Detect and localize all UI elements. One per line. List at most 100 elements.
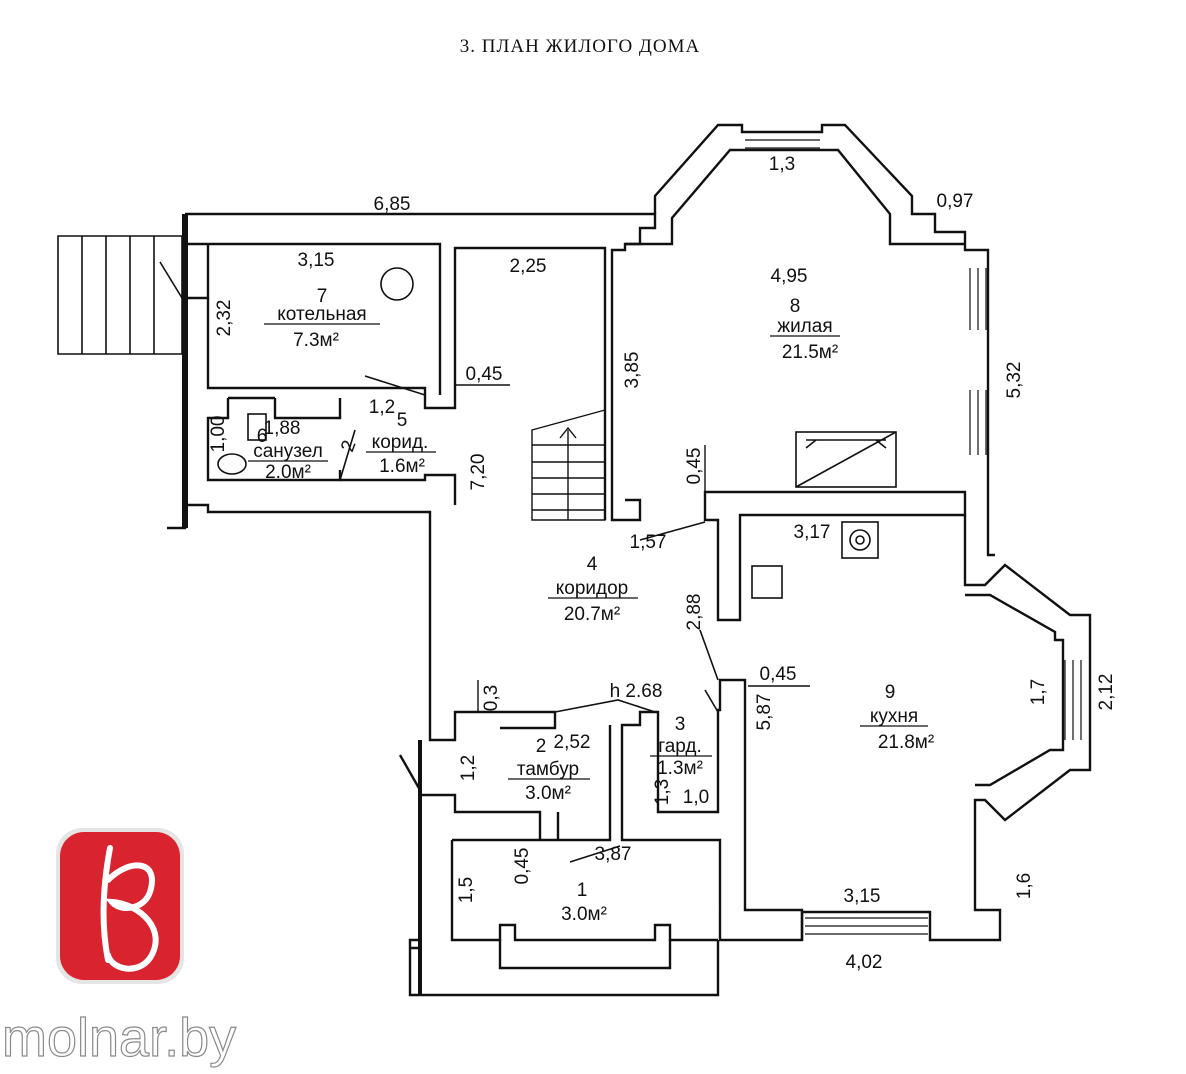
room-5-number: 5 bbox=[397, 410, 408, 431]
sink-icon bbox=[751, 565, 783, 599]
dim-4-02: 4,02 bbox=[846, 952, 883, 973]
boiler-door bbox=[364, 375, 426, 396]
dim-3-87: 3,87 bbox=[595, 844, 632, 865]
dim-lines bbox=[455, 384, 810, 712]
dim-4-95: 4,95 bbox=[771, 266, 808, 287]
wall-thick bbox=[182, 214, 422, 995]
room-8-number: 8 bbox=[790, 296, 801, 317]
dim-1-2-b: 1,2 bbox=[458, 755, 479, 781]
room-2-number: 2 bbox=[536, 736, 547, 757]
wall-corridor5 bbox=[340, 473, 457, 505]
room-2-name: тамбур bbox=[517, 759, 579, 780]
room-9-number: 9 bbox=[885, 682, 896, 703]
dim-0-45-b: 0,45 bbox=[684, 448, 705, 485]
dim-3-15-kitchen: 3,15 bbox=[844, 886, 881, 907]
window-top bbox=[745, 131, 820, 149]
room-labels: 7 котельная 7.3м² 8 жилая 21.5м² 5 корид… bbox=[248, 286, 934, 925]
wall-kitchen-inner bbox=[965, 593, 1065, 787]
fireplace-icon bbox=[795, 431, 897, 488]
stove-icon bbox=[841, 521, 879, 559]
dim-2-52: 2,52 bbox=[554, 732, 591, 753]
room-9-name: кухня bbox=[870, 706, 918, 727]
dim-1-5: 1,5 bbox=[456, 877, 477, 903]
room-5-name: корид. bbox=[372, 432, 429, 453]
dim-0-45-a: 0,45 bbox=[466, 364, 503, 385]
dim-2: 2 bbox=[337, 438, 360, 455]
plan-title: 3. ПЛАН ЖИЛОГО ДОМА bbox=[460, 36, 700, 57]
wall-bay-living-inner bbox=[625, 148, 965, 246]
washbasin-icon bbox=[247, 413, 267, 441]
dim-5-32: 5,32 bbox=[1004, 362, 1025, 399]
room-4-number: 4 bbox=[587, 554, 598, 575]
window-kitchen-bay bbox=[1064, 660, 1082, 740]
wall-bay-living bbox=[653, 123, 995, 557]
window-east-1 bbox=[969, 268, 987, 330]
room-8-area: 21.5м² bbox=[782, 342, 838, 363]
dim-2-25: 2,25 bbox=[510, 256, 547, 277]
toilet-icon bbox=[217, 453, 247, 475]
dim-0-3: 0,3 bbox=[481, 685, 502, 711]
wall-tambour-door bbox=[398, 754, 422, 791]
dim-2-88: 2,88 bbox=[684, 594, 705, 631]
dim-5-87: 5,87 bbox=[754, 694, 775, 731]
walls bbox=[57, 123, 1092, 997]
room-1-area: 3.0м² bbox=[561, 904, 607, 925]
logo-letter-icon bbox=[100, 845, 159, 972]
dim-2-12: 2,12 bbox=[1096, 674, 1117, 711]
dim-7-20: 7,20 bbox=[468, 454, 489, 491]
dimensions: 6,85 1,3 0,97 3,15 2,25 4,95 2,32 3,85 5… bbox=[208, 154, 1117, 973]
wall-top-left bbox=[185, 212, 657, 522]
dim-1-3-b: 1,3 bbox=[652, 779, 673, 805]
wall-entrance-step bbox=[498, 940, 672, 970]
room-6-name: санузел bbox=[253, 441, 323, 462]
watermark-site: molnar.by bbox=[2, 1008, 236, 1068]
dim-1-00: 1,00 bbox=[208, 416, 229, 453]
watermark: molnar.by bbox=[1, 828, 237, 1069]
room-3-number: 3 bbox=[675, 714, 686, 735]
dim-1-57: 1,57 bbox=[630, 532, 667, 553]
dim-1-0: 1,0 bbox=[683, 787, 709, 808]
room-7-area: 7.3м² bbox=[293, 330, 339, 351]
room-2-area: 3.0м² bbox=[525, 783, 571, 804]
dim-1-7: 1,7 bbox=[1028, 679, 1049, 705]
windows bbox=[745, 131, 1082, 935]
wall-boiler-bottom bbox=[206, 246, 607, 520]
dim-1-3-top: 1,3 bbox=[769, 154, 795, 175]
room-6-number: 6 bbox=[257, 426, 268, 447]
fixtures bbox=[217, 267, 897, 863]
gard-door bbox=[554, 699, 656, 713]
wall-bay-kitchen bbox=[800, 515, 1092, 942]
dim-2-32: 2,32 bbox=[214, 300, 235, 337]
room-3-name: гард. bbox=[658, 736, 702, 757]
room-1-number: 1 bbox=[577, 880, 588, 901]
dim-6-85: 6,85 bbox=[374, 194, 411, 215]
dim-3-15-boiler: 3,15 bbox=[298, 250, 335, 271]
boiler-icon bbox=[380, 267, 414, 301]
dim-1-6: 1,6 bbox=[1014, 873, 1035, 899]
dim-0-45-d: 0,45 bbox=[512, 848, 533, 885]
dim-3-85: 3,85 bbox=[622, 352, 643, 389]
dim-0-97: 0,97 bbox=[937, 191, 974, 212]
wall-kitchen-west bbox=[620, 678, 804, 942]
wall-left-mid bbox=[185, 503, 557, 742]
wall-living-kitchen bbox=[703, 490, 967, 622]
dim-1-2-a: 1,2 bbox=[369, 397, 395, 418]
room-9-area: 21.8м² bbox=[878, 732, 934, 753]
entrance-line bbox=[704, 689, 719, 713]
room-8-name: жилая bbox=[777, 316, 832, 337]
room-7-number: 7 bbox=[317, 286, 328, 307]
dim-1-88: 1,88 bbox=[264, 418, 301, 439]
corridor-door bbox=[339, 429, 356, 481]
stair-main bbox=[531, 409, 606, 521]
dim-0-45-c: 0,45 bbox=[760, 664, 797, 685]
room-5-area: 1.6м² bbox=[379, 456, 425, 477]
room-6-area: 2.0м² bbox=[265, 462, 311, 483]
dim-h-2-68: h 2.68 bbox=[610, 681, 663, 702]
window-east-2 bbox=[969, 390, 987, 455]
stair-exterior bbox=[57, 235, 183, 355]
room-4-area: 20.7м² bbox=[564, 604, 620, 625]
kitchen-door bbox=[699, 629, 719, 681]
room-4-name: коридор bbox=[556, 578, 629, 599]
vestibule-door bbox=[569, 845, 621, 863]
